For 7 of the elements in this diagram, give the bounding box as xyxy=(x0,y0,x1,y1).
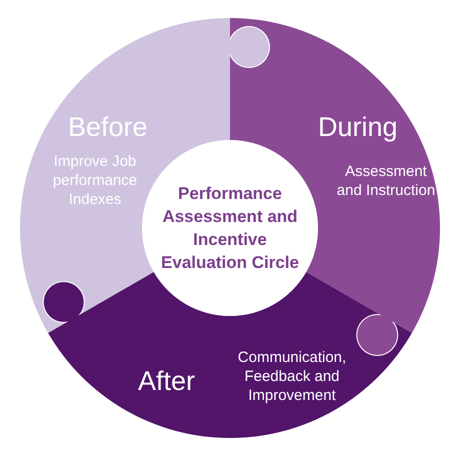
segment-description: Improve Job performance Indexes xyxy=(52,152,138,209)
segment-description: Assessment and Instruction xyxy=(336,162,436,200)
center-title: Performance Assessment and Incentive Evaluation Circle xyxy=(160,183,300,274)
segment-description: Communication, Feedback and Improvement xyxy=(236,348,348,405)
segment-heading: During xyxy=(318,112,398,143)
segment-heading: Before xyxy=(68,112,148,143)
segment-heading: After xyxy=(138,366,196,397)
